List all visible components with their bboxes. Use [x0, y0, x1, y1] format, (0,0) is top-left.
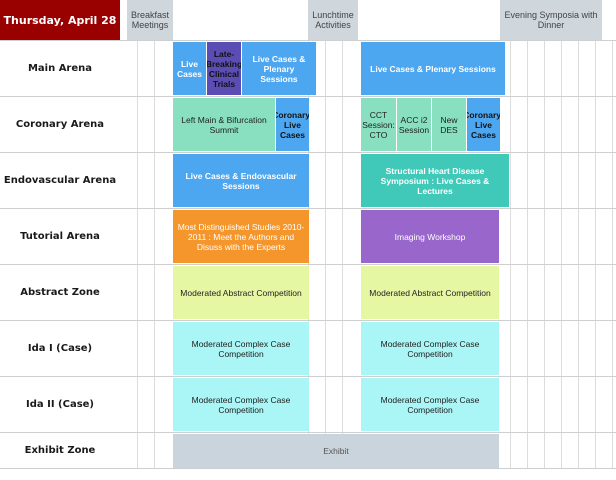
row-label-abstract-zone: Abstract Zone: [20, 287, 100, 298]
row-separator: [0, 376, 616, 377]
session-ida2-am[interactable]: Moderated Complex Case Competition: [173, 378, 309, 431]
row-separator: [0, 468, 616, 469]
row-label-endovascular-arena: Endovascular Arena: [3, 175, 117, 186]
grid-line: [325, 40, 326, 468]
row-label-ida-1: Ida I (Case): [27, 343, 93, 354]
session-left-main-bifurcation[interactable]: Left Main & Bifurcation Summit: [173, 98, 275, 151]
session-ida1-am[interactable]: Moderated Complex Case Competition: [173, 322, 309, 375]
row-label-ida-2: Ida II (Case): [26, 399, 94, 410]
lunch-header: Lunchtime Activities: [308, 0, 358, 40]
row-separator: [0, 96, 616, 97]
session-structural-heart[interactable]: Structural Heart Disease Symposium : Liv…: [361, 154, 509, 207]
row-separator: [0, 40, 616, 41]
grid-line: [612, 40, 613, 468]
session-ida1-pm[interactable]: Moderated Complex Case Competition: [361, 322, 499, 375]
session-abstract-am[interactable]: Moderated Abstract Competition: [173, 266, 309, 319]
breakfast-label: Breakfast Meetings: [130, 10, 170, 30]
row-separator: [0, 152, 616, 153]
session-ida2-pm[interactable]: Moderated Complex Case Competition: [361, 378, 499, 431]
row-separator: [0, 264, 616, 265]
session-main-live-plenary-pm[interactable]: Live Cases & Plenary Sessions: [361, 42, 505, 95]
session-acc-i2[interactable]: ACC i2 Session: [397, 98, 431, 151]
row-label-coronary-arena: Coronary Arena: [15, 119, 105, 130]
date-label: Thursday, April 28: [3, 13, 117, 27]
lunch-label: Lunchtime Activities: [312, 10, 354, 30]
row-separator: [0, 320, 616, 321]
grid-line: [154, 40, 155, 468]
session-endovascular-live[interactable]: Live Cases & Endovascular Sessions: [173, 154, 309, 207]
session-imaging-workshop[interactable]: Imaging Workshop: [361, 210, 499, 263]
date-header: Thursday, April 28: [0, 0, 120, 40]
grid-line: [137, 40, 138, 468]
grid-line: [510, 40, 511, 468]
row-separator: [0, 208, 616, 209]
session-exhibit[interactable]: Exhibit: [173, 434, 499, 468]
grid-line: [342, 40, 343, 468]
session-main-live-cases[interactable]: Live Cases: [173, 42, 206, 95]
grid-line: [561, 40, 562, 468]
session-coronary-live-pm[interactable]: Coronary: Live Cases: [467, 98, 500, 151]
session-main-live-plenary-am[interactable]: Live Cases & Plenary Sessions: [242, 42, 316, 95]
session-most-distinguished[interactable]: Most Distinguished Studies 2010-2011 : M…: [173, 210, 309, 263]
grid-line: [527, 40, 528, 468]
session-new-des[interactable]: New DES: [432, 98, 466, 151]
evening-header: Evening Symposia with Dinner: [500, 0, 602, 40]
session-abstract-pm[interactable]: Moderated Abstract Competition: [361, 266, 499, 319]
breakfast-header: Breakfast Meetings: [127, 0, 173, 40]
session-cct-cto[interactable]: CCT Session: CTO: [361, 98, 396, 151]
row-label-main-arena: Main Arena: [27, 63, 93, 74]
evening-label: Evening Symposia with Dinner: [504, 10, 598, 30]
session-coronary-live-am[interactable]: Coronary: Live Cases: [276, 98, 309, 151]
grid-line: [595, 40, 596, 468]
grid-line: [544, 40, 545, 468]
row-label-tutorial-arena: Tutorial Arena: [20, 231, 100, 242]
row-label-exhibit-zone: Exhibit Zone: [24, 445, 96, 456]
row-separator: [0, 432, 616, 433]
session-main-late-breaking[interactable]: Late-Breaking Clinical Trials: [207, 42, 241, 95]
grid-line: [578, 40, 579, 468]
